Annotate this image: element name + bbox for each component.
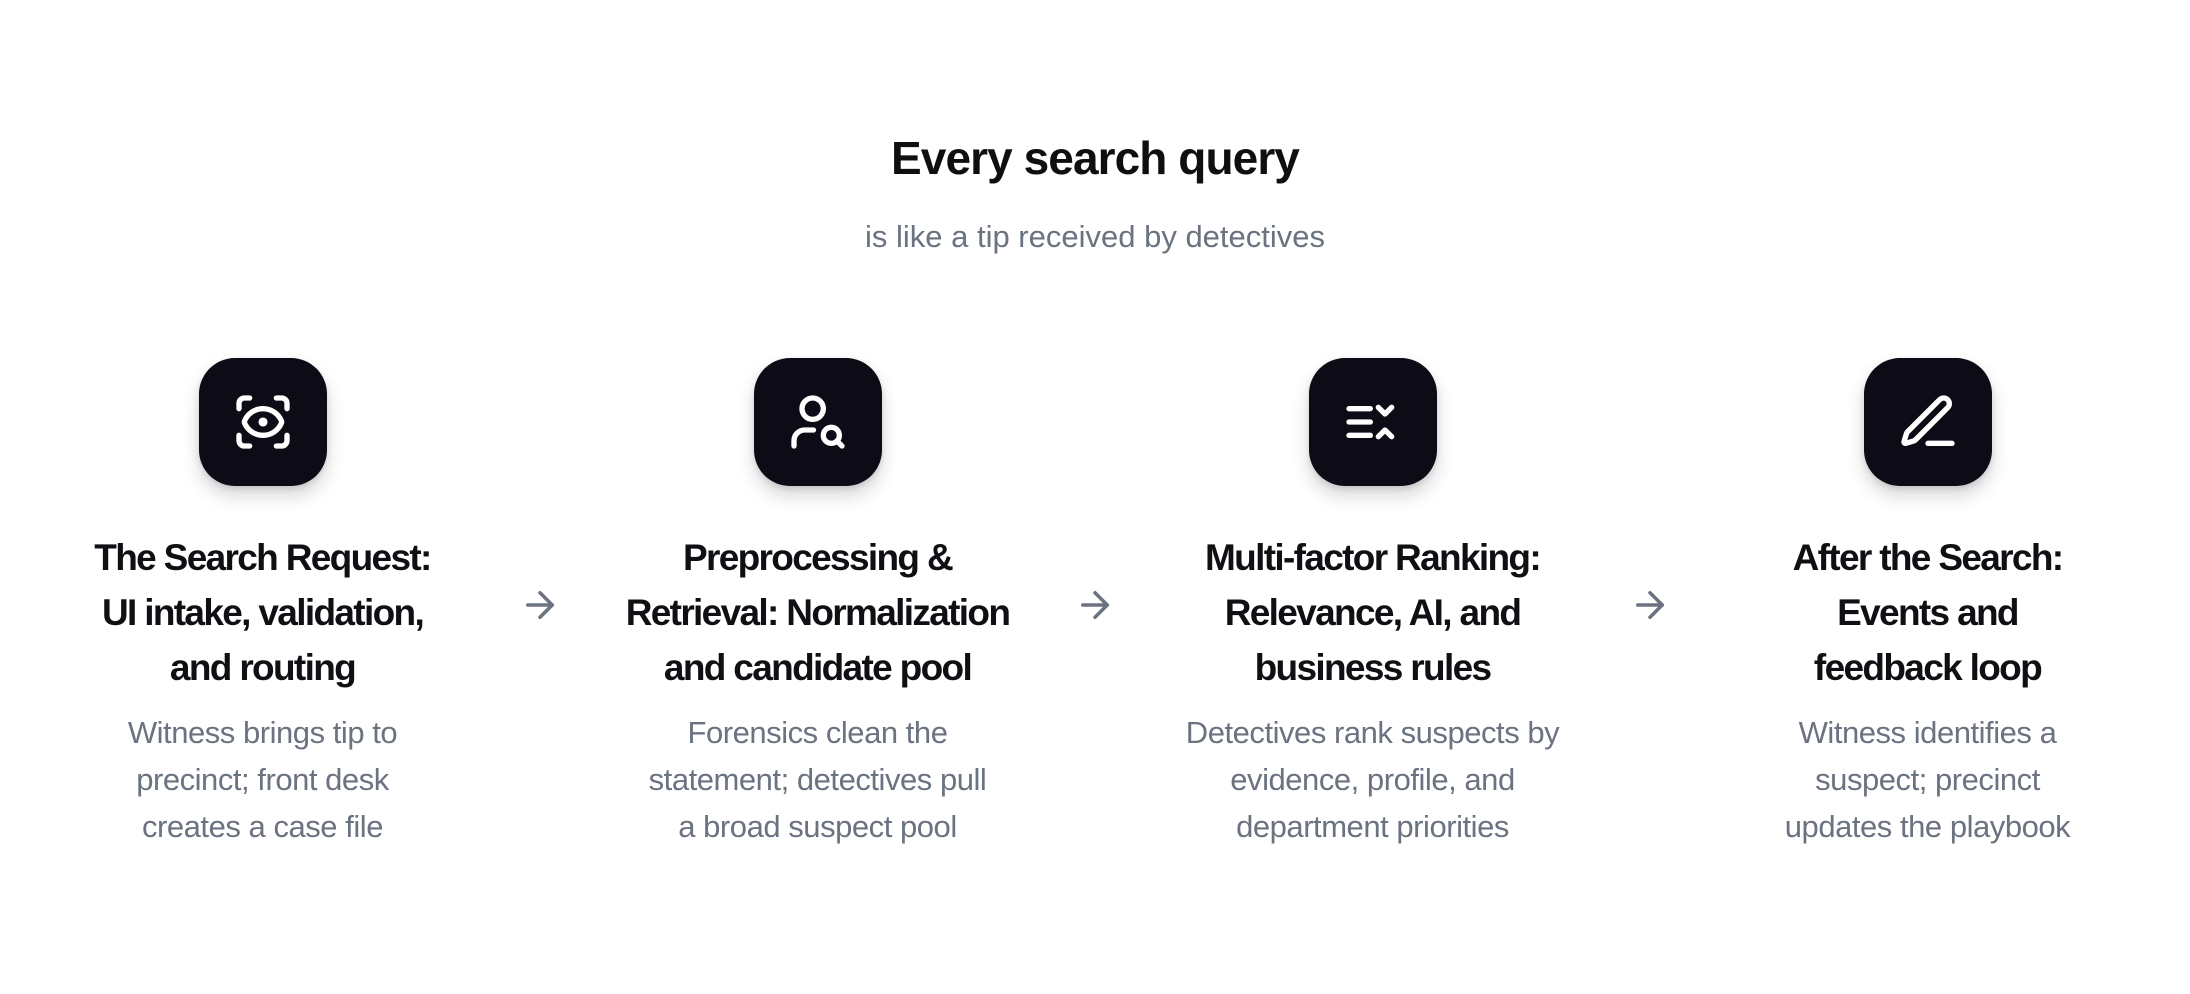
header: Every search query is like a tip receive… bbox=[0, 0, 2190, 256]
pencil-line-icon bbox=[1900, 395, 1955, 446]
page-title: Every search query bbox=[891, 132, 1300, 184]
step-title: After the Search: Events and feedback lo… bbox=[1792, 537, 2064, 688]
flow-step-after-the-search: After the Search: Events and feedback lo… bbox=[1703, 358, 2153, 850]
step-icon-tile bbox=[753, 358, 882, 486]
step-description: Witness brings tip to precinct; front de… bbox=[127, 715, 398, 844]
step-icon-tile bbox=[1308, 358, 1437, 486]
flow-connector bbox=[1598, 584, 1703, 626]
step-description: Forensics clean the statement; detective… bbox=[648, 715, 987, 844]
process-flow: The Search Request: UI intake, validatio… bbox=[0, 358, 2190, 850]
flow-step-search-request: The Search Request: UI intake, validatio… bbox=[38, 358, 488, 850]
step-icon-tile bbox=[198, 358, 327, 486]
step-description: Detectives rank suspects by evidence, pr… bbox=[1185, 715, 1560, 844]
step-title: Preprocessing & Retrieval: Normalization… bbox=[625, 537, 1011, 688]
arrow-right-icon bbox=[1081, 591, 1109, 619]
step-description: Witness identifies a suspect; precinct u… bbox=[1784, 715, 2071, 844]
step-icon-tile bbox=[1863, 358, 1992, 486]
flow-step-multifactor-ranking: Multi-factor Ranking: Relevance, AI, and… bbox=[1148, 358, 1598, 850]
user-search-icon bbox=[790, 395, 845, 449]
step-title: Multi-factor Ranking: Relevance, AI, and… bbox=[1204, 537, 1542, 688]
flow-connector bbox=[488, 584, 593, 626]
list-sort-icon bbox=[1345, 404, 1394, 440]
scan-eye-icon bbox=[235, 395, 290, 449]
step-title: The Search Request: UI intake, validatio… bbox=[94, 537, 432, 688]
arrow-right-icon bbox=[526, 591, 554, 619]
flow-connector bbox=[1043, 584, 1148, 626]
arrow-right-icon bbox=[1636, 591, 1664, 619]
flow-step-preprocessing-retrieval: Preprocessing & Retrieval: Normalization… bbox=[593, 358, 1043, 850]
page-subtitle: is like a tip received by detectives bbox=[864, 219, 1326, 254]
